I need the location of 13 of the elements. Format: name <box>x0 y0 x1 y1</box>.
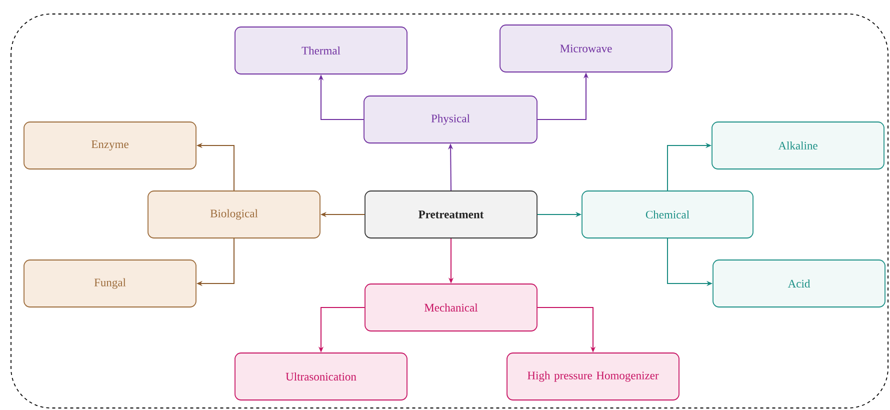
category-box: Biological <box>148 190 320 238</box>
category-box: Alkaline <box>712 122 884 170</box>
category-box: Microwave <box>500 24 672 72</box>
category-box: Pretreatment <box>364 190 538 238</box>
category-box: Physical <box>364 96 538 144</box>
category-box: High pressure Homogenizer <box>506 352 680 400</box>
category-box: Chemical <box>582 190 754 238</box>
category-box: Enzyme <box>24 122 196 170</box>
category-box: Thermal <box>234 26 408 74</box>
category-box: Fungal <box>24 260 196 308</box>
category-box: Ultrasonication <box>234 352 408 400</box>
category-box: Mechanical <box>364 284 538 332</box>
category-box: Acid <box>712 260 886 308</box>
